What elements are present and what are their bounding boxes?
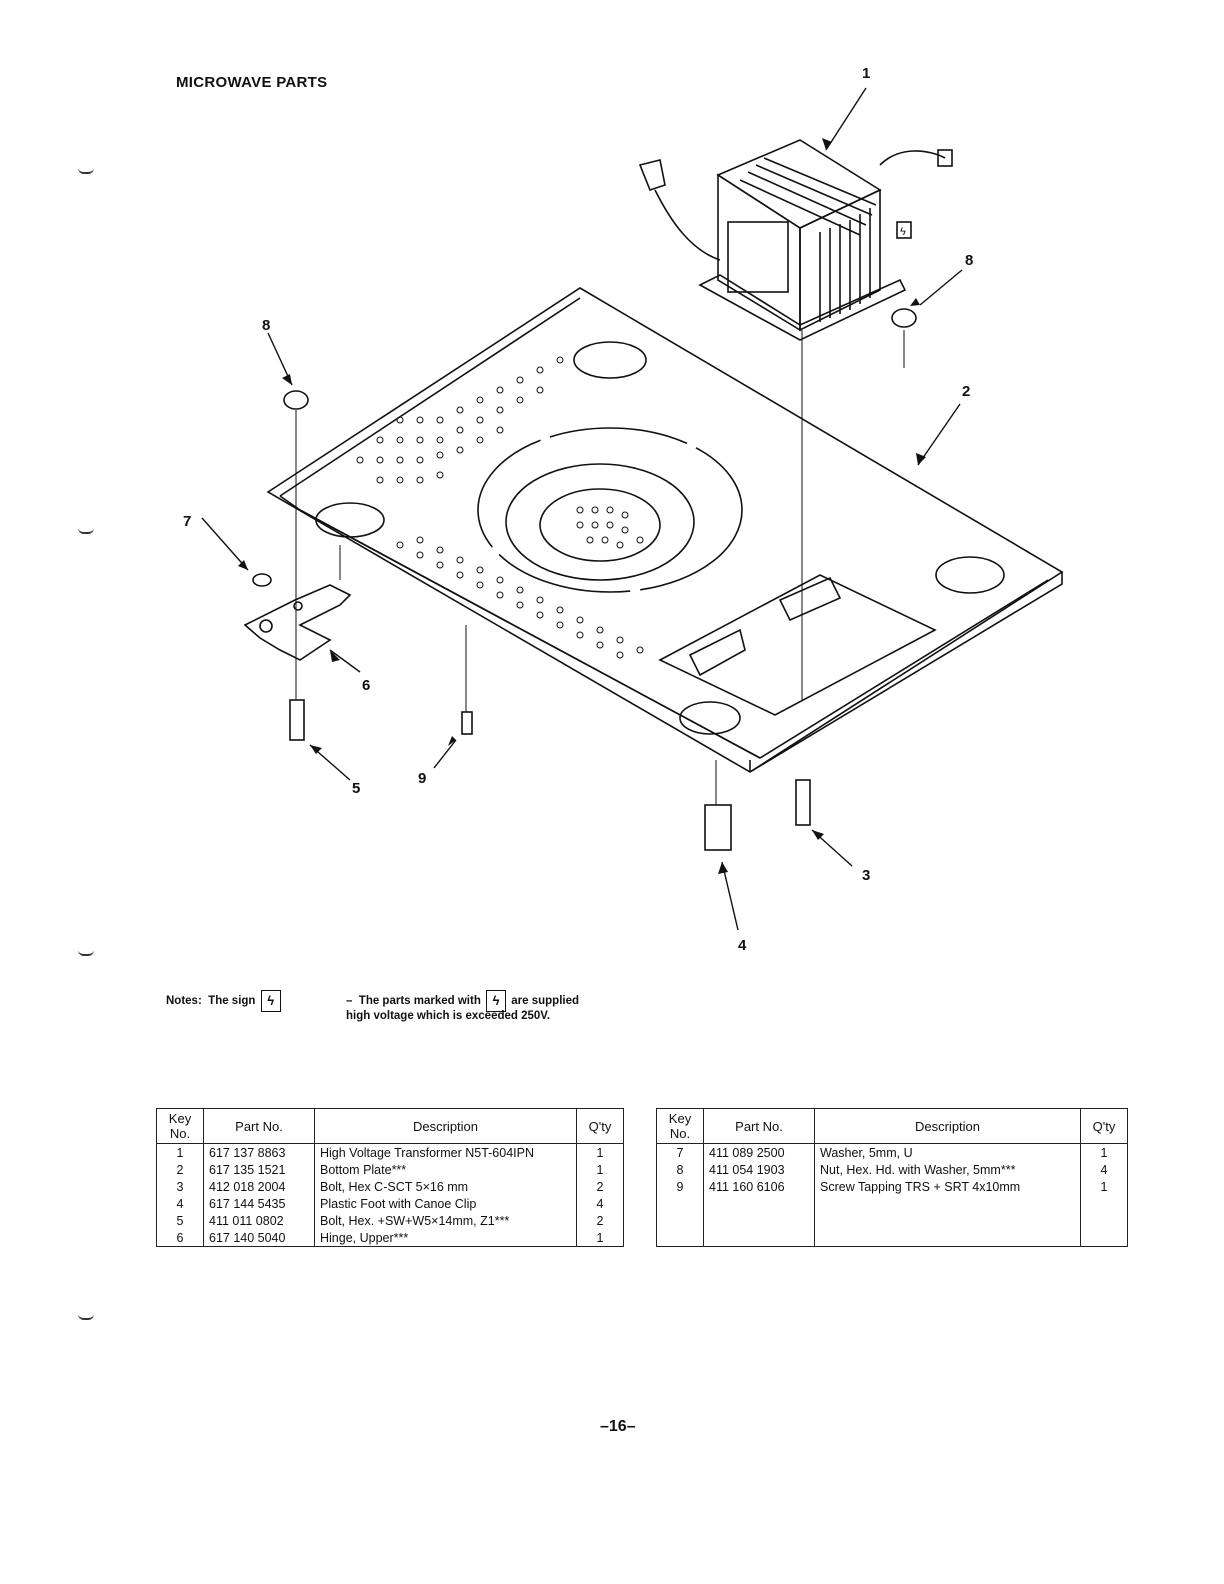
- bolt-left: [289, 699, 305, 741]
- part-no: 411 054 1903: [703, 1161, 815, 1178]
- table-row-empty: [656, 1229, 1128, 1247]
- part-no: 617 144 5435: [203, 1195, 315, 1212]
- description: Bottom Plate***: [314, 1161, 577, 1178]
- key-no: 7: [656, 1143, 704, 1161]
- description: Hinge, Upper***: [314, 1229, 577, 1247]
- screw-tapping: [461, 711, 473, 735]
- binding-mark: [78, 950, 94, 956]
- part-no: 411 011 0802: [203, 1212, 315, 1229]
- callout-2: 2: [962, 383, 970, 400]
- header-key: Key No.: [656, 1108, 704, 1144]
- key-no: 2: [156, 1161, 204, 1178]
- part-no: 617 137 8863: [203, 1143, 315, 1161]
- notes-line1-end: are supplied: [511, 995, 580, 1008]
- header-qty: Q'ty: [576, 1108, 624, 1144]
- description: Plastic Foot with Canoe Clip: [314, 1195, 577, 1212]
- description: Screw Tapping TRS + SRT 4x10mm: [814, 1178, 1081, 1195]
- header-part-no: Part No.: [703, 1108, 815, 1144]
- vent-holes: [356, 356, 644, 659]
- header-key: Key No.: [156, 1108, 204, 1144]
- qty: 1: [1080, 1178, 1128, 1195]
- hinge-upper: [243, 584, 352, 661]
- part-no: 617 140 5040: [203, 1229, 315, 1247]
- callout-labels: 1 2 3 4 5 6 7 8 8 9: [183, 65, 973, 954]
- header-description: Description: [314, 1108, 577, 1144]
- page-number: –16–: [600, 1418, 636, 1435]
- plastic-foot: [704, 804, 732, 851]
- high-voltage-transformer: ϟ: [638, 139, 953, 341]
- key-no: 5: [156, 1212, 204, 1229]
- callout-3: 3: [862, 867, 870, 884]
- description: Bolt, Hex C-SCT 5×16 mm: [314, 1178, 577, 1195]
- description: High Voltage Transformer N5T-604IPN: [314, 1143, 577, 1161]
- key-no: 1: [156, 1143, 204, 1161]
- header-part-no: Part No.: [203, 1108, 315, 1144]
- page-title: MICROWAVE PARTS: [176, 74, 328, 91]
- header-description: Description: [814, 1108, 1081, 1144]
- description: Bolt, Hex. +SW+W5×14mm, Z1***: [314, 1212, 577, 1229]
- qty: 1: [576, 1161, 624, 1178]
- part-no: 411 160 6106: [703, 1178, 815, 1195]
- binding-mark: [78, 528, 94, 534]
- callout-8-right: 8: [965, 252, 973, 269]
- exploded-parts-diagram: ϟ: [183, 65, 1064, 954]
- notes-line2: high voltage which is exceeded 250V.: [346, 1010, 551, 1022]
- table-row-empty: [656, 1212, 1128, 1229]
- notes-sign-text: The sign: [208, 995, 256, 1008]
- callout-8-left: 8: [262, 317, 270, 334]
- description: Washer, 5mm, U: [814, 1143, 1081, 1161]
- callout-9: 9: [418, 770, 426, 787]
- washer: [252, 573, 272, 587]
- binding-mark: [78, 1314, 94, 1320]
- key-no: 8: [656, 1161, 704, 1178]
- svg-text:ϟ: ϟ: [900, 226, 906, 238]
- callout-5: 5: [352, 780, 360, 797]
- table-header-row: Key No. Part No. Description Q'ty: [656, 1108, 1128, 1144]
- callout-7: 7: [183, 513, 191, 530]
- qty: 2: [576, 1212, 624, 1229]
- hex-nut-left: [283, 390, 309, 410]
- hex-nut-right: [891, 308, 917, 328]
- callout-4: 4: [738, 937, 747, 954]
- part-no: 617 135 1521: [203, 1161, 315, 1178]
- qty: 4: [576, 1195, 624, 1212]
- qty: 1: [1080, 1143, 1128, 1161]
- high-voltage-sign-icon: ϟ: [486, 990, 507, 1012]
- qty: 1: [576, 1229, 624, 1247]
- key-no: 9: [656, 1178, 704, 1195]
- table-row-empty: [656, 1195, 1128, 1212]
- bottom-plate: [266, 287, 1064, 773]
- header-qty: Q'ty: [1080, 1108, 1128, 1144]
- binding-mark: [78, 168, 94, 174]
- key-no: 4: [156, 1195, 204, 1212]
- notes-dash: –: [346, 995, 353, 1008]
- qty: 2: [576, 1178, 624, 1195]
- description: Nut, Hex. Hd. with Washer, 5mm***: [814, 1161, 1081, 1178]
- bolt-right: [795, 779, 811, 826]
- notes-line1: The parts marked with: [358, 995, 481, 1008]
- callout-1: 1: [862, 65, 870, 82]
- part-no: 411 089 2500: [703, 1143, 815, 1161]
- callout-6: 6: [362, 677, 370, 694]
- high-voltage-sign-icon: ϟ: [260, 990, 281, 1012]
- notes-label: Notes:: [166, 995, 202, 1008]
- key-no: 3: [156, 1178, 204, 1195]
- qty: 4: [1080, 1161, 1128, 1178]
- key-no: 6: [156, 1229, 204, 1247]
- qty: 1: [576, 1143, 624, 1161]
- part-no: 412 018 2004: [203, 1178, 315, 1195]
- table-header-row: Key No. Part No. Description Q'ty: [156, 1108, 624, 1144]
